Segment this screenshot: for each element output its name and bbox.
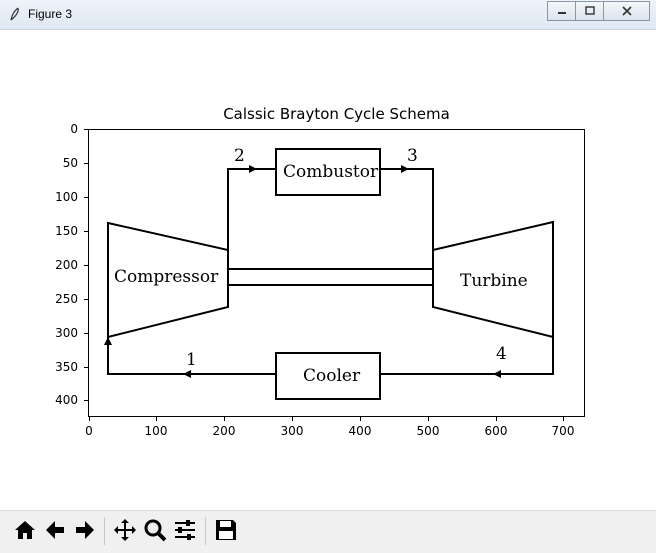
x-tick-label: 100	[144, 424, 168, 438]
arrow-1	[183, 370, 191, 378]
y-tick-label: 300	[55, 326, 78, 340]
combustor-box	[275, 148, 381, 196]
close-icon	[621, 6, 632, 16]
cooler-label: Cooler	[303, 366, 361, 386]
x-tick-label: 700	[551, 424, 575, 438]
x-tick-label: 500	[416, 424, 440, 438]
maximize-button[interactable]	[576, 1, 604, 21]
x-tick-mark	[428, 417, 429, 421]
window-controls	[547, 1, 650, 21]
x-tick-mark	[360, 417, 361, 421]
maximize-icon	[584, 6, 595, 15]
pan-icon	[114, 519, 136, 541]
x-tick-mark	[563, 417, 564, 421]
title-bar: Figure 3	[0, 0, 656, 30]
pipe-3	[380, 168, 434, 250]
back-icon	[46, 521, 64, 539]
y-tick-mark	[84, 163, 88, 164]
forward-button[interactable]	[71, 516, 99, 544]
x-tick-label: 0	[85, 424, 93, 438]
y-tick-mark	[84, 265, 88, 266]
home-icon	[15, 521, 35, 539]
x-tick-mark	[292, 417, 293, 421]
configure-icon	[175, 520, 195, 540]
configure-subplots-button[interactable]	[171, 516, 199, 544]
y-tick-label: 400	[55, 393, 78, 407]
y-tick-mark	[84, 129, 88, 130]
minimize-button[interactable]	[547, 1, 576, 21]
matplotlib-feather-icon	[10, 7, 19, 21]
brayton-cycle-diagram: Compressor Combustor Turbine Cooler 1 2 …	[104, 146, 554, 400]
compressor-shape	[107, 221, 229, 339]
state-label-1: 1	[186, 350, 197, 370]
toolbar-separator	[205, 517, 206, 545]
pipe-4	[380, 337, 554, 375]
close-button[interactable]	[604, 1, 650, 21]
compressor-label: Compressor	[114, 267, 219, 287]
x-tick-mark	[496, 417, 497, 421]
pipe-2	[227, 168, 276, 250]
x-tick-label: 200	[212, 424, 236, 438]
y-tick-label: 350	[55, 360, 78, 374]
state-label-2: 2	[234, 146, 245, 166]
combustor-label: Combustor	[283, 162, 379, 182]
arrow-3	[401, 165, 409, 173]
y-tick-label: 250	[55, 292, 78, 306]
y-tick-label: 50	[62, 156, 78, 170]
y-tick-mark	[84, 367, 88, 368]
plot-title: Calssic Brayton Cycle Schema	[223, 105, 450, 123]
y-tick-label: 150	[55, 224, 78, 238]
x-tick-label: 300	[280, 424, 304, 438]
y-tick-label: 200	[55, 258, 78, 272]
plot-axes[interactable]: Compressor Combustor Turbine Cooler 1 2 …	[88, 129, 585, 417]
save-button[interactable]	[212, 516, 240, 544]
y-tick-mark	[84, 400, 88, 401]
y-tick-label: 100	[55, 190, 78, 204]
y-tick-mark	[84, 299, 88, 300]
x-tick-mark	[156, 417, 157, 421]
turbine-label: Turbine	[460, 271, 528, 291]
x-tick-label: 400	[348, 424, 372, 438]
minimize-icon	[557, 12, 566, 14]
y-tick-mark	[84, 197, 88, 198]
state-label-4: 4	[496, 344, 507, 364]
y-tick-label: 0	[70, 122, 78, 136]
x-tick-mark	[224, 417, 225, 421]
zoom-icon	[144, 519, 167, 542]
y-tick-mark	[84, 333, 88, 334]
x-tick-mark	[89, 417, 90, 421]
y-tick-mark	[84, 231, 88, 232]
arrow-4	[493, 370, 501, 378]
home-button[interactable]	[11, 516, 39, 544]
toolbar-separator	[104, 517, 105, 545]
pan-button[interactable]	[111, 516, 139, 544]
navigation-toolbar	[0, 510, 656, 553]
arrow-2	[249, 165, 257, 173]
zoom-button[interactable]	[141, 516, 169, 544]
state-label-3: 3	[407, 146, 418, 166]
window-title: Figure 3	[28, 7, 73, 21]
forward-icon	[76, 521, 94, 539]
arrow-up	[104, 337, 112, 345]
x-tick-label: 600	[484, 424, 508, 438]
back-button[interactable]	[41, 516, 69, 544]
save-icon	[216, 520, 236, 540]
cooler-box	[275, 352, 381, 400]
pipe-1	[107, 337, 276, 375]
